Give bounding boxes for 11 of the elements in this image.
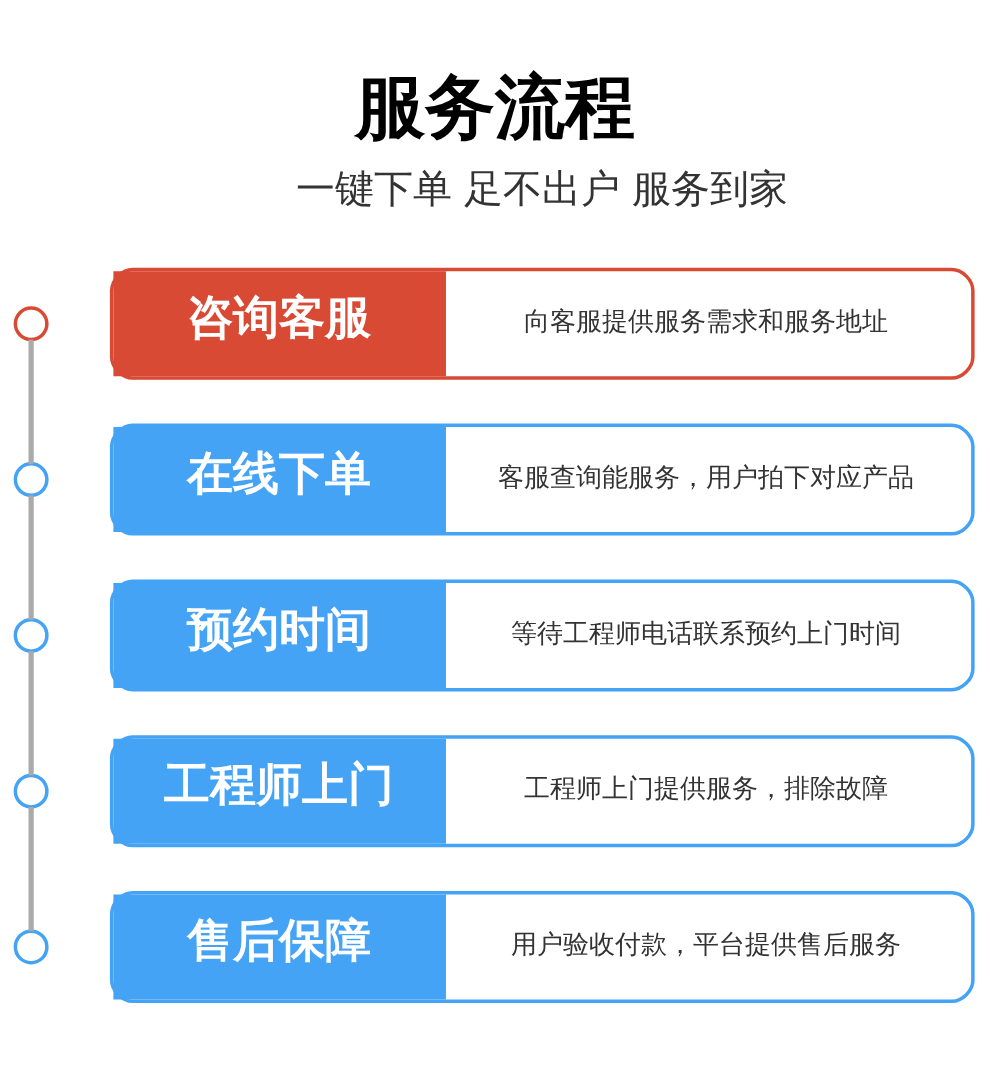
diagram-title: 服务流程 [354,65,635,148]
node-circle [13,305,49,341]
connector [28,806,34,931]
connector [28,494,34,620]
label: 一键下单 足不出户 服务到家 [296,165,789,211]
node-circle [13,461,49,497]
node-circle [13,773,49,809]
node-circle [13,617,49,653]
node-circle [13,929,49,964]
connector [28,339,34,464]
connector [28,650,34,775]
